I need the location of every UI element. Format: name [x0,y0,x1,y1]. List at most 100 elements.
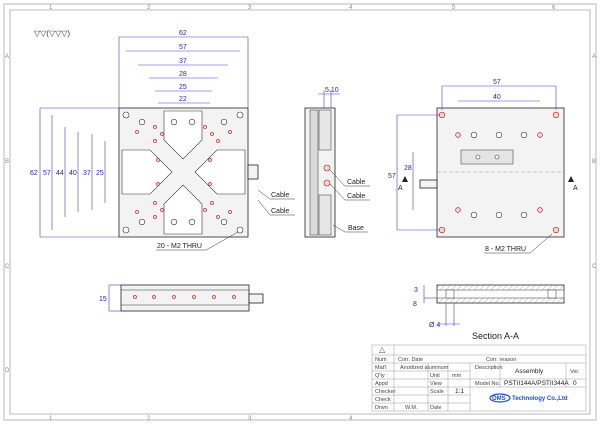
grid-row-b: B [5,159,9,165]
side-view-cable-label-1: Cable [347,179,365,186]
dim-label-v57: 57 [43,170,51,177]
m2-hole [203,125,207,129]
tb-model-value: PSTII144A/PSTII344A [504,380,569,387]
grid-row-c: C [5,264,10,270]
m2-hole [438,226,446,234]
mount-hole [220,118,228,126]
cutout-right [194,149,246,195]
side-view: 5.10 Cable Cable Base [304,87,370,238]
cable-port [323,179,331,187]
mount-hole [236,226,244,234]
tb-date-label: Date [430,405,442,411]
front-view-body [120,284,250,312]
side-block-top [318,109,332,151]
tb-version-value: 0 [573,380,577,387]
grid-col-1-bottom: 1 [49,416,53,422]
cable-connector [247,164,259,180]
grid-col-3-bottom: 3 [248,416,252,422]
revision-triangle-icon: △ [379,345,386,354]
tb-model-label: Model No. [475,381,501,387]
m2-hole [212,295,216,299]
tb-check-label: Check [375,397,391,403]
bottom-connector [419,179,438,189]
mount-hole [122,226,130,234]
m2-hole [153,215,157,219]
tb-drawn-label: Drwn [375,405,388,411]
tb-unit-label: Unit [430,373,440,379]
dim-label-28: 28 [179,71,187,78]
top-view: 62 57 37 28 25 22 62 57 44 40 37 25 Cabl… [30,30,295,251]
mount-hole [495,211,503,219]
bottom-view-hole-callout: 8 - M2 THRU [485,246,526,253]
m2-hole [228,210,232,214]
mount-hole [170,118,178,126]
tb-scale-label: Scale [430,389,444,395]
company-logo-icon [489,393,511,403]
side-rail [309,109,319,236]
title-block-frame [371,344,587,412]
section-hatch-top [436,284,565,291]
section-marker-left: A [398,185,403,192]
m2-hole [133,295,137,299]
leader-line [205,231,239,251]
mount-hole [470,131,478,139]
dim-label-15: 15 [99,296,107,303]
tb-description-value: Assembly [515,368,544,375]
dim-label-b-v28: 28 [404,165,412,172]
m2-hole [208,158,212,162]
grid-row-b-right: B [592,159,596,165]
tb-description-label: Description [475,365,503,371]
m2-hole [208,182,212,186]
mount-hole [188,118,196,126]
grid-col-1: 1 [49,5,53,11]
leader-line [332,224,346,233]
mount-hole [138,118,146,126]
top-view-cable-label-2: Cable [271,208,289,215]
dim-label-3: 3 [414,287,418,294]
section-hatch-bottom [436,297,565,304]
m2-hole [210,132,214,136]
m2-hole [156,182,160,186]
inner-frame [9,9,591,415]
m2-hole [152,295,156,299]
tb-material-value: Anodized aluminum [400,365,449,371]
grid-col-2-bottom: 2 [147,416,151,422]
m2-hole [537,207,543,213]
mount-hole [494,154,500,160]
company-name: Technology Co.,Ltd [512,396,568,402]
dim-label-v37: 37 [83,170,91,177]
grid-row-a: A [5,54,9,60]
tb-unit-value: mm [452,373,462,379]
m2-hole [232,295,236,299]
front-view: 15 [99,284,264,312]
front-connector [248,293,264,304]
outer-frame [3,3,597,421]
mount-hole [170,218,178,226]
surface-finish-symbol: ▽▽(▽▽▽) [34,29,70,38]
dim-label-5-10: 5.10 [325,87,339,94]
m2-hole [216,215,220,219]
top-view-cable-label-1: Cable [271,192,289,199]
m2-hole [153,201,157,205]
m2-hole [228,130,232,134]
section-arrow-icon [402,176,408,182]
tb-ver-label: Ver. [570,369,580,375]
section-pocket [547,289,557,299]
mount-hole [188,218,196,226]
tb-scale-value: 1:1 [455,388,464,395]
m2-hole [172,295,176,299]
m2-hole [203,208,207,212]
leader-line [329,169,346,187]
title-block: △ Num Corr. Date Corr. reason Mat'l Anod… [371,344,587,412]
dim-label-dia4: Ø 4 [429,322,440,329]
mount-hole [122,111,130,119]
m2-hole [192,295,196,299]
grid-col-2: 2 [147,5,151,11]
section-title: Section A-A [472,331,519,341]
mount-hole [138,218,146,226]
company-logo-mark: OMS [492,396,506,402]
side-view-cable-label-2: Cable [347,193,365,200]
dim-label-25: 25 [179,84,187,91]
side-view-base-label: Base [348,225,364,232]
